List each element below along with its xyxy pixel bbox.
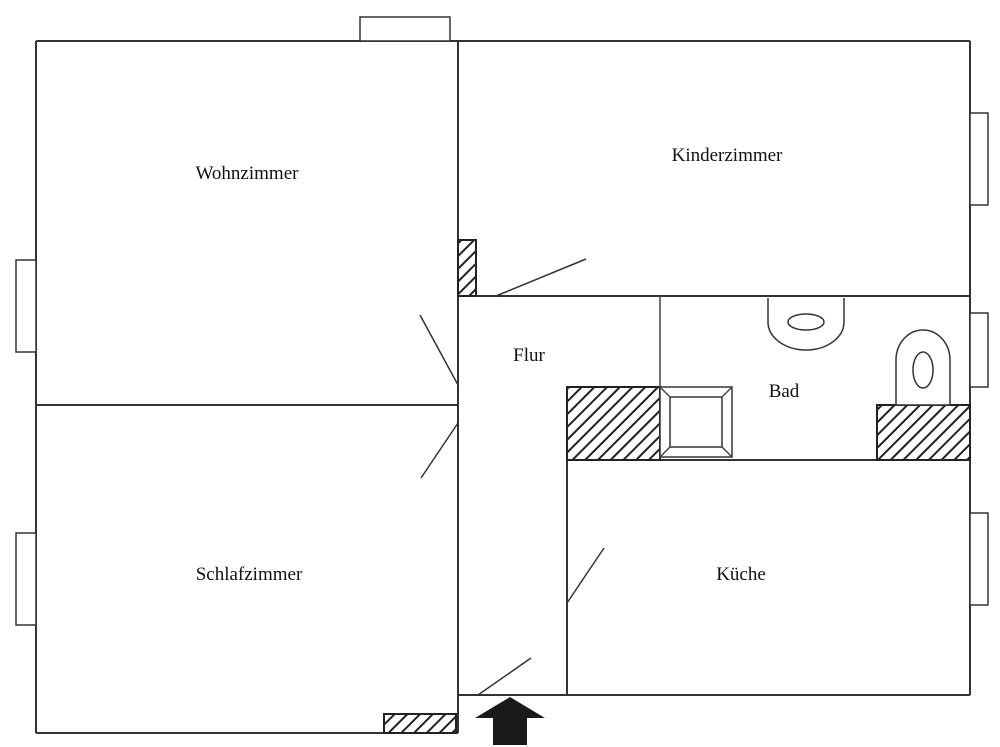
door-kinderzimmer: [495, 258, 587, 297]
chimney-icon: [383, 713, 457, 734]
chimney-blocks: [383, 239, 971, 734]
doors: [419, 258, 605, 696]
room-label-flur: Flur: [513, 345, 545, 366]
room-labels: Wohnzimmer Kinderzimmer Flur Bad Schlafz…: [196, 145, 800, 585]
window-bad: [969, 312, 989, 388]
room-label-bad: Bad: [769, 381, 800, 402]
door-wohnzimmer: [419, 314, 459, 386]
chimney-icon: [457, 239, 477, 297]
window-top: [359, 16, 451, 42]
shower-tray: [659, 386, 733, 458]
bath-fixtures: [659, 298, 951, 458]
chimney-icon: [876, 404, 971, 461]
window-kueche: [969, 512, 989, 606]
room-label-schlafzimmer: Schlafzimmer: [196, 564, 303, 585]
room-label-wohnzimmer: Wohnzimmer: [196, 163, 300, 184]
windows: [15, 16, 989, 626]
toilet-icon: [895, 329, 951, 406]
window-wohnzimmer: [15, 259, 37, 353]
entrance-arrow-icon: [475, 697, 545, 745]
room-label-kueche: Küche: [716, 564, 766, 585]
room-label-kinderzimmer: Kinderzimmer: [672, 145, 783, 166]
door-entrance: [477, 657, 532, 696]
door-schlafzimmer: [420, 422, 459, 479]
door-kueche: [566, 547, 605, 604]
window-schlafzimmer: [15, 532, 37, 626]
chimney-icon: [566, 386, 661, 461]
window-kinderzimmer: [969, 112, 989, 206]
sink-icon: [767, 298, 845, 351]
